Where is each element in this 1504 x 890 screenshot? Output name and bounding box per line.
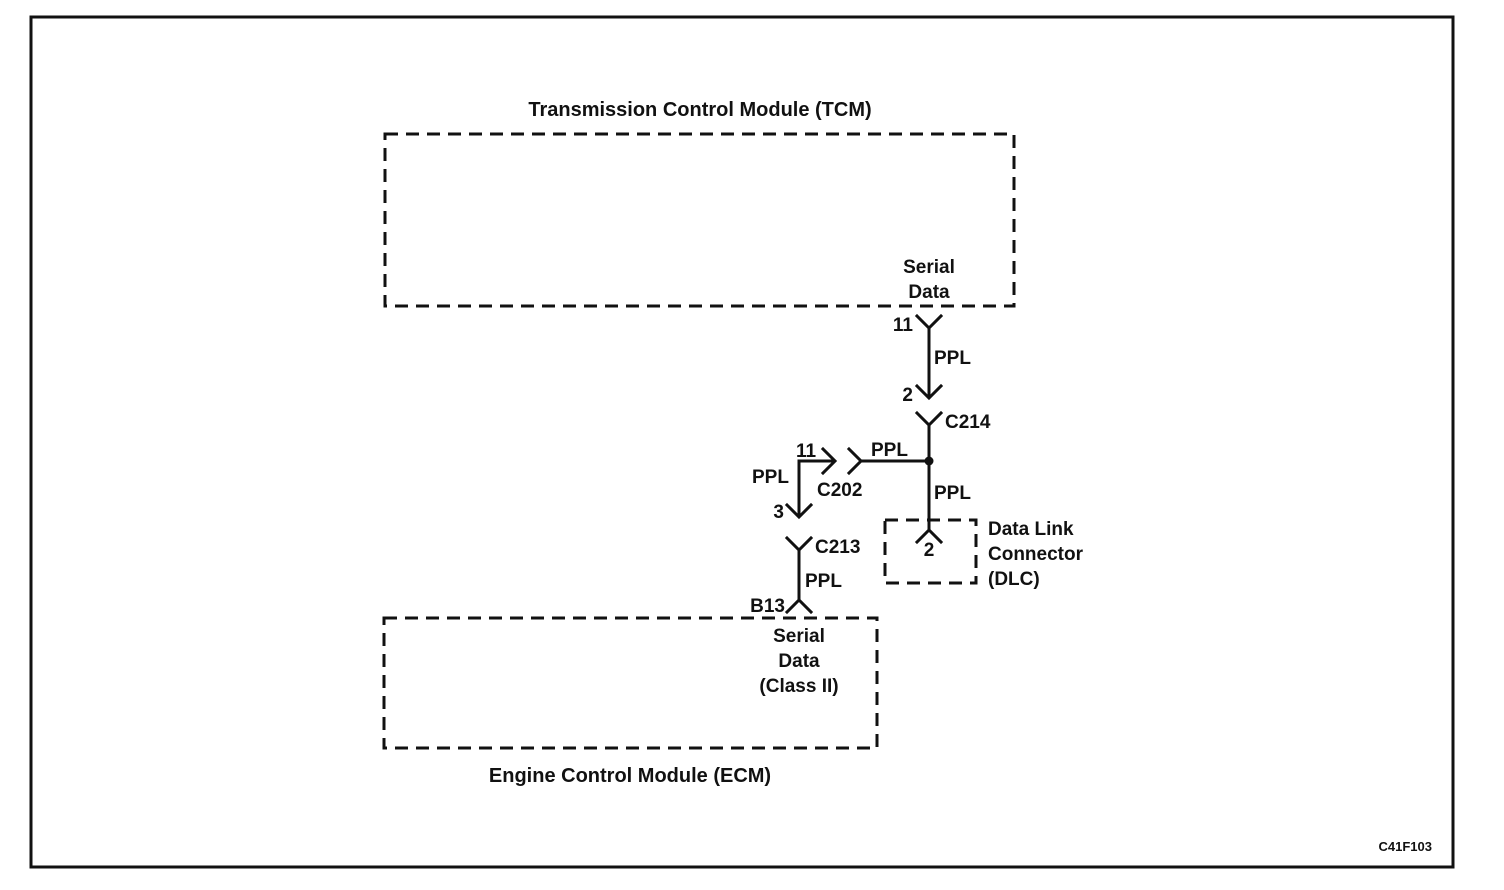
dlc-boundary xyxy=(883,518,978,585)
c214-label: C214 xyxy=(945,412,991,433)
ecm-signal-label-line1: Serial xyxy=(773,626,825,647)
wire-color-splice-c202: PPL xyxy=(871,440,908,461)
wire-c202-to-c213 xyxy=(797,459,835,517)
diagram-frame xyxy=(29,15,1455,869)
dlc-connector: 2 Data Link Connector (DLC) xyxy=(883,518,1084,590)
c213-label: C213 xyxy=(815,537,860,558)
tcm-pin-number: 11 xyxy=(893,315,914,336)
c214-female-terminal xyxy=(914,410,944,428)
c202-pin-number: 11 xyxy=(796,441,817,462)
wire-color-tcm-c214: PPL xyxy=(934,348,971,369)
wire-color-c213-ecm: PPL xyxy=(805,571,842,592)
c202-female-terminal xyxy=(846,446,864,476)
ecm-signal-label-line3: (Class II) xyxy=(759,676,838,697)
ecm-pin-number: B13 xyxy=(750,596,785,617)
dlc-terminal xyxy=(914,527,944,545)
ecm-boundary xyxy=(382,616,879,750)
tcm-module: Transmission Control Module (TCM) Serial… xyxy=(383,99,1016,336)
ecm-terminal xyxy=(784,597,814,615)
tcm-signal-label-line1: Serial xyxy=(903,257,955,278)
ecm-signal-label-line2: Data xyxy=(778,651,820,672)
c202-connector: 11 C202 xyxy=(796,441,864,501)
figure-id: C41F103 xyxy=(1379,839,1432,854)
tcm-boundary xyxy=(383,132,1016,308)
c213-male-terminal xyxy=(784,502,814,520)
c214-connector: 2 C214 xyxy=(902,383,991,433)
tcm-female-terminal xyxy=(914,313,944,331)
c213-connector: 3 C213 xyxy=(773,502,860,558)
c213-pin-number: 3 xyxy=(773,502,784,523)
tcm-title: Transmission Control Module (TCM) xyxy=(528,99,871,121)
c214-pin-number: 2 xyxy=(902,385,913,406)
dlc-label-line3: (DLC) xyxy=(988,569,1040,590)
c214-male-terminal xyxy=(914,383,944,401)
c202-label: C202 xyxy=(817,480,862,501)
dlc-pin-number: 2 xyxy=(924,540,935,561)
wire-color-c202-c213: PPL xyxy=(752,467,789,488)
dlc-label-line1: Data Link xyxy=(988,519,1074,540)
wire-color-c214-dlc: PPL xyxy=(934,483,971,504)
ecm-module: B13 Serial Data (Class II) Engine Contro… xyxy=(382,596,879,787)
ecm-title: Engine Control Module (ECM) xyxy=(489,765,771,787)
c213-female-terminal xyxy=(784,535,814,553)
dlc-label-line2: Connector xyxy=(988,544,1084,565)
tcm-signal-label-line2: Data xyxy=(908,282,950,303)
